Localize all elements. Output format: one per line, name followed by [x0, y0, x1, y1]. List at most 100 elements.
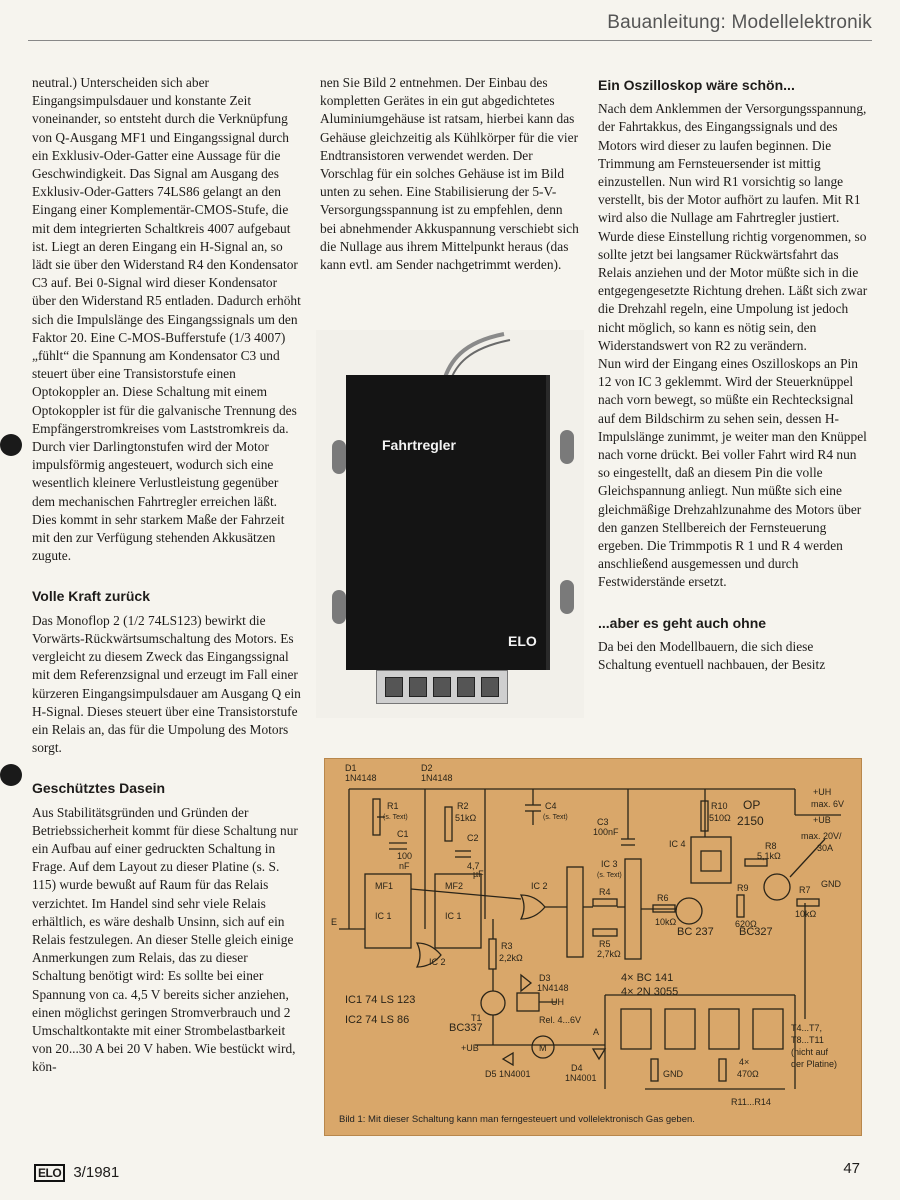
label-r10v: 510Ω — [709, 813, 731, 823]
label-r470: 470Ω — [737, 1069, 759, 1079]
label-uh: +UH — [813, 787, 831, 797]
label-mf2: MF2 — [445, 881, 463, 891]
label-bc141: 4× BC 141 — [621, 972, 673, 984]
label-bc337: BC337 — [449, 1022, 483, 1034]
label-r10: R10 — [711, 801, 728, 811]
label-ub: +UB — [813, 815, 831, 825]
label-c2u: µF — [473, 869, 484, 879]
terminal — [481, 677, 499, 697]
label-r8: R8 — [765, 841, 777, 851]
device-logo: ELO — [508, 633, 537, 649]
body-paragraph: Aus Stabilitätsgründen und Gründen der B… — [32, 804, 298, 1075]
device-case: Fahrtregler ELO — [346, 375, 546, 670]
label-c1: C1 — [397, 829, 409, 839]
label-gnd: GND — [821, 879, 842, 889]
label-r3: R3 — [501, 941, 513, 951]
label-e: E — [331, 917, 337, 927]
label-d5: D5 1N4001 — [485, 1069, 531, 1079]
label-nicht: (nicht auf — [791, 1047, 829, 1057]
label-a: A — [593, 1027, 599, 1037]
terminal — [409, 677, 427, 697]
label-zn3055: 4× 2N 3055 — [621, 986, 678, 998]
body-paragraph: Nach dem Anklemmen der Versorgungsspannu… — [598, 101, 868, 353]
label-d2n: 1N4148 — [421, 773, 453, 783]
section-heading-geschuetztes-dasein: Geschütztes Dasein — [32, 780, 166, 797]
label-uhs: UH — [551, 997, 564, 1007]
issue-number: 3/1981 — [73, 1164, 120, 1181]
label-r6: R6 — [657, 893, 669, 903]
label-r11: R11...R14 — [731, 1097, 771, 1107]
label-platine: der Platine) — [791, 1059, 837, 1069]
side-connector — [332, 440, 346, 474]
label-max6: max. 6V — [811, 799, 844, 809]
label-mf1: MF1 — [375, 881, 393, 891]
label-r7: R7 — [799, 885, 811, 895]
label-ic3s: (s. Text) — [597, 872, 622, 879]
page-number: 47 — [843, 1160, 860, 1177]
label-d3: D3 — [539, 973, 551, 983]
label-r5: R5 — [599, 939, 611, 949]
label-r4: R4 — [599, 887, 611, 897]
body-paragraph: nen Sie Bild 2 entnehmen. Der Einbau des… — [320, 75, 579, 273]
device-label: Fahrtregler — [382, 437, 456, 453]
label-bc327: BC327 — [739, 926, 773, 938]
label-c2: C2 — [467, 833, 479, 843]
label-r4x: 4× — [739, 1057, 749, 1067]
label-gnd2: GND — [663, 1069, 684, 1079]
side-connector — [560, 430, 574, 464]
label-d3n: 1N4148 — [537, 983, 569, 993]
label-ic1: IC 1 — [375, 911, 392, 921]
label-t8: T8...T11 — [791, 1035, 824, 1045]
label-r8v: 5,1kΩ — [757, 851, 781, 861]
label-max20: max. 20V/ — [801, 831, 842, 841]
side-connector — [560, 580, 574, 614]
label-r7v: 10kΩ — [795, 909, 817, 919]
label-ic4: IC 4 — [669, 839, 686, 849]
section-heading-ohne: ...aber es geht auch ohne — [598, 614, 767, 631]
body-paragraph: Nun wird der Eingang eines Oszilloskops … — [598, 356, 867, 590]
label-r1: R1 — [387, 801, 399, 811]
label-r6v: 10kΩ — [655, 917, 677, 927]
label-ic1-type: IC1 74 LS 123 — [345, 994, 415, 1006]
label-ub2: +UB — [461, 1043, 479, 1053]
label-ic3: IC 3 — [601, 859, 618, 869]
label-d1n: 1N4148 — [345, 773, 377, 783]
header-rule — [28, 40, 872, 41]
label-c3: C3 — [597, 817, 609, 827]
label-op: OP — [743, 798, 760, 812]
circuit-schematic: D1 1N4148 D2 1N4148 R1 (s. Text) C1 100 … — [324, 758, 862, 1136]
label-ic2a: IC 2 — [531, 881, 548, 891]
body-paragraph: Da bei den Modellbauern, die sich diese … — [598, 638, 826, 673]
label-c1v: 100 — [397, 851, 412, 861]
label-r9: R9 — [737, 883, 749, 893]
label-d4n: 1N4001 — [565, 1073, 597, 1083]
label-rel: Rel. 4...6V — [539, 1015, 581, 1025]
label-c3v: 100nF — [593, 827, 619, 837]
page-header-title: Bauanleitung: Modellelektronik — [607, 12, 872, 33]
body-paragraph: Das Monoflop 2 (1/2 74LS123) bewirkt die… — [32, 612, 301, 756]
label-d4: D4 — [571, 1063, 583, 1073]
section-heading-oszilloskop: Ein Oszilloskop wäre schön... — [598, 77, 795, 93]
label-r2v: 51kΩ — [455, 813, 477, 823]
figure-caption: Bild 1: Mit dieser Schaltung kann man fe… — [339, 1114, 695, 1125]
text-column-2: nen Sie Bild 2 entnehmen. Der Einbau des… — [320, 74, 582, 274]
label-bc237: BC 237 — [677, 926, 714, 938]
schematic-drawing: D1 1N4148 D2 1N4148 R1 (s. Text) C1 100 … — [331, 763, 844, 1107]
label-d1: D1 — [345, 763, 357, 773]
text-column-3: Ein Oszilloskop wäre schön... Nach dem A… — [598, 74, 870, 674]
label-ic2b: IC 2 — [429, 957, 446, 967]
label-r9v: 620Ω — [735, 919, 757, 929]
body-paragraph: neutral.) Unterscheiden sich aber Eingan… — [32, 75, 301, 564]
label-m: M — [539, 1043, 547, 1053]
label-a30: 30A — [817, 843, 833, 853]
label-t4: T4...T7, — [791, 1023, 822, 1033]
label-r1s: (s. Text) — [383, 814, 408, 821]
label-ic1b: IC 1 — [445, 911, 462, 921]
terminal — [457, 677, 475, 697]
label-c4s: (s. Text) — [543, 814, 568, 821]
label-c4: C4 — [545, 801, 557, 811]
label-r2: R2 — [457, 801, 469, 811]
label-r5v: 2,7kΩ — [597, 949, 621, 959]
label-d2: D2 — [421, 763, 433, 773]
terminal — [433, 677, 451, 697]
